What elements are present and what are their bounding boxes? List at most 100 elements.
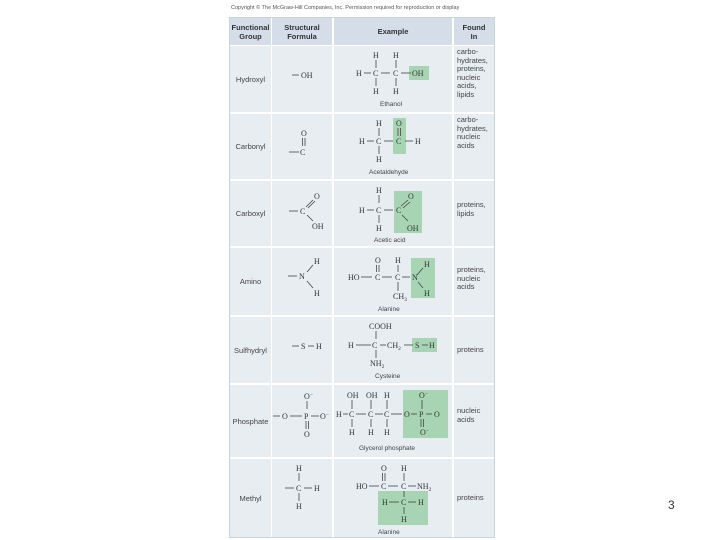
row-hydroxyl-found-in: carbo- hydrates, proteins, nucleic acids…: [454, 46, 494, 112]
svg-text:O: O: [301, 129, 307, 138]
svg-text:H: H: [373, 51, 379, 60]
functional-groups-table: Functional Group Structural Formula Exam…: [229, 17, 495, 538]
svg-text:C: C: [401, 482, 406, 491]
svg-text:H: H: [348, 341, 354, 350]
svg-text:N: N: [412, 273, 418, 282]
row-sulfhydryl-group: Sulfhydryl: [230, 317, 271, 383]
svg-text:H: H: [296, 502, 302, 511]
methyl-formula-diagram: H C H H: [285, 464, 320, 511]
svg-text:C: C: [393, 69, 398, 78]
svg-text:HO: HO: [348, 273, 360, 282]
row-carboxyl-group: Carboxyl: [230, 181, 271, 246]
svg-text:H: H: [314, 289, 320, 298]
svg-text:H: H: [359, 137, 365, 146]
svg-text:H: H: [376, 224, 382, 233]
svg-text:O: O: [396, 119, 402, 128]
row-carbonyl-formula: O C: [272, 114, 332, 179]
row-carbonyl-found-in: carbo- hydrates, nucleic acids: [454, 114, 494, 179]
svg-text:H: H: [424, 289, 430, 298]
svg-text:P: P: [304, 412, 309, 421]
svg-text:O−: O−: [304, 392, 313, 401]
svg-text:OH: OH: [366, 391, 378, 400]
svg-text:O−: O−: [420, 428, 429, 437]
svg-text:O−: O−: [320, 412, 329, 421]
svg-text:H: H: [373, 87, 379, 96]
svg-text:NH2: NH2: [417, 482, 432, 493]
amino-formula-diagram: H N H: [288, 257, 320, 298]
sulfhydryl-formula-diagram: S H: [292, 342, 322, 351]
svg-text:S: S: [415, 341, 419, 350]
svg-text:O: O: [434, 410, 440, 419]
svg-text:C: C: [300, 207, 305, 216]
row-methyl-found-in: proteins: [454, 459, 494, 537]
example-name-alanine-amino: Alanine: [378, 306, 400, 313]
example-name-ethanol: Ethanol: [380, 101, 403, 108]
header-found-in: Found In: [454, 18, 494, 45]
svg-text:CH2: CH2: [387, 341, 401, 352]
svg-text:C: C: [375, 273, 380, 282]
svg-text:C: C: [368, 410, 373, 419]
svg-text:H: H: [429, 341, 435, 350]
svg-text:C: C: [401, 498, 406, 507]
svg-text:OH: OH: [412, 69, 424, 78]
svg-text:C: C: [300, 148, 305, 157]
svg-text:OH: OH: [347, 391, 359, 400]
header-example: Example: [334, 18, 452, 45]
svg-text:H: H: [336, 410, 342, 419]
svg-text:O: O: [314, 192, 320, 201]
svg-text:H: H: [314, 257, 320, 266]
example-name-acetic-acid: Acetic acid: [374, 237, 406, 244]
svg-text:H: H: [314, 484, 320, 493]
svg-text:O: O: [381, 464, 387, 473]
row-sulfhydryl-found-in: proteins: [454, 317, 494, 383]
svg-text:N: N: [299, 272, 305, 281]
svg-text:OH: OH: [407, 224, 419, 233]
hydroxyl-formula-diagram: OH: [292, 71, 313, 80]
svg-text:O: O: [375, 256, 381, 265]
svg-text:HO: HO: [356, 482, 368, 491]
svg-text:C: C: [384, 410, 389, 419]
row-amino-formula: H N H: [272, 248, 332, 315]
svg-text:H: H: [393, 51, 399, 60]
example-name-alanine-methyl: Alanine: [378, 529, 400, 536]
svg-text:H: H: [376, 186, 382, 195]
example-name-cysteine: Cysteine: [375, 373, 401, 380]
svg-text:H: H: [316, 342, 322, 351]
svg-text:C: C: [373, 69, 378, 78]
svg-text:P: P: [419, 410, 424, 419]
row-phosphate-group: Phosphate: [230, 385, 271, 457]
row-phosphate-found-in: nucleic acids: [454, 385, 494, 457]
svg-text:O−: O−: [419, 391, 428, 400]
svg-text:H: H: [395, 256, 401, 265]
svg-text:S: S: [301, 342, 305, 351]
copyright-notice: Copyright © The McGraw-Hill Companies, I…: [231, 5, 460, 11]
row-hydroxyl-formula: OH: [272, 46, 332, 112]
svg-text:O: O: [304, 430, 310, 439]
page-number: 3: [668, 498, 675, 512]
carbonyl-formula-diagram: O C: [289, 129, 307, 157]
svg-text:C: C: [296, 484, 301, 493]
row-hydroxyl-group: Hydroxyl: [230, 46, 271, 112]
row-phosphate-formula: O− O P O− O: [272, 385, 332, 457]
svg-text:OH: OH: [312, 222, 324, 231]
cysteine-diagram: COOH H C CH2 S H NH2 Cysteine: [348, 322, 437, 380]
svg-text:H: H: [382, 498, 388, 507]
svg-text:C: C: [381, 482, 386, 491]
row-methyl-formula: H C H H: [272, 459, 332, 537]
svg-text:C: C: [396, 137, 401, 146]
row-amino-group: Amino: [230, 248, 271, 315]
carboxyl-formula-diagram: O C OH: [289, 192, 324, 231]
row-sulfhydryl-example: COOH H C CH2 S H NH2 Cysteine: [334, 317, 452, 383]
svg-text:H: H: [415, 137, 421, 146]
svg-text:C: C: [376, 206, 381, 215]
svg-text:H: H: [418, 498, 424, 507]
header-functional-group: Functional Group: [230, 18, 271, 45]
